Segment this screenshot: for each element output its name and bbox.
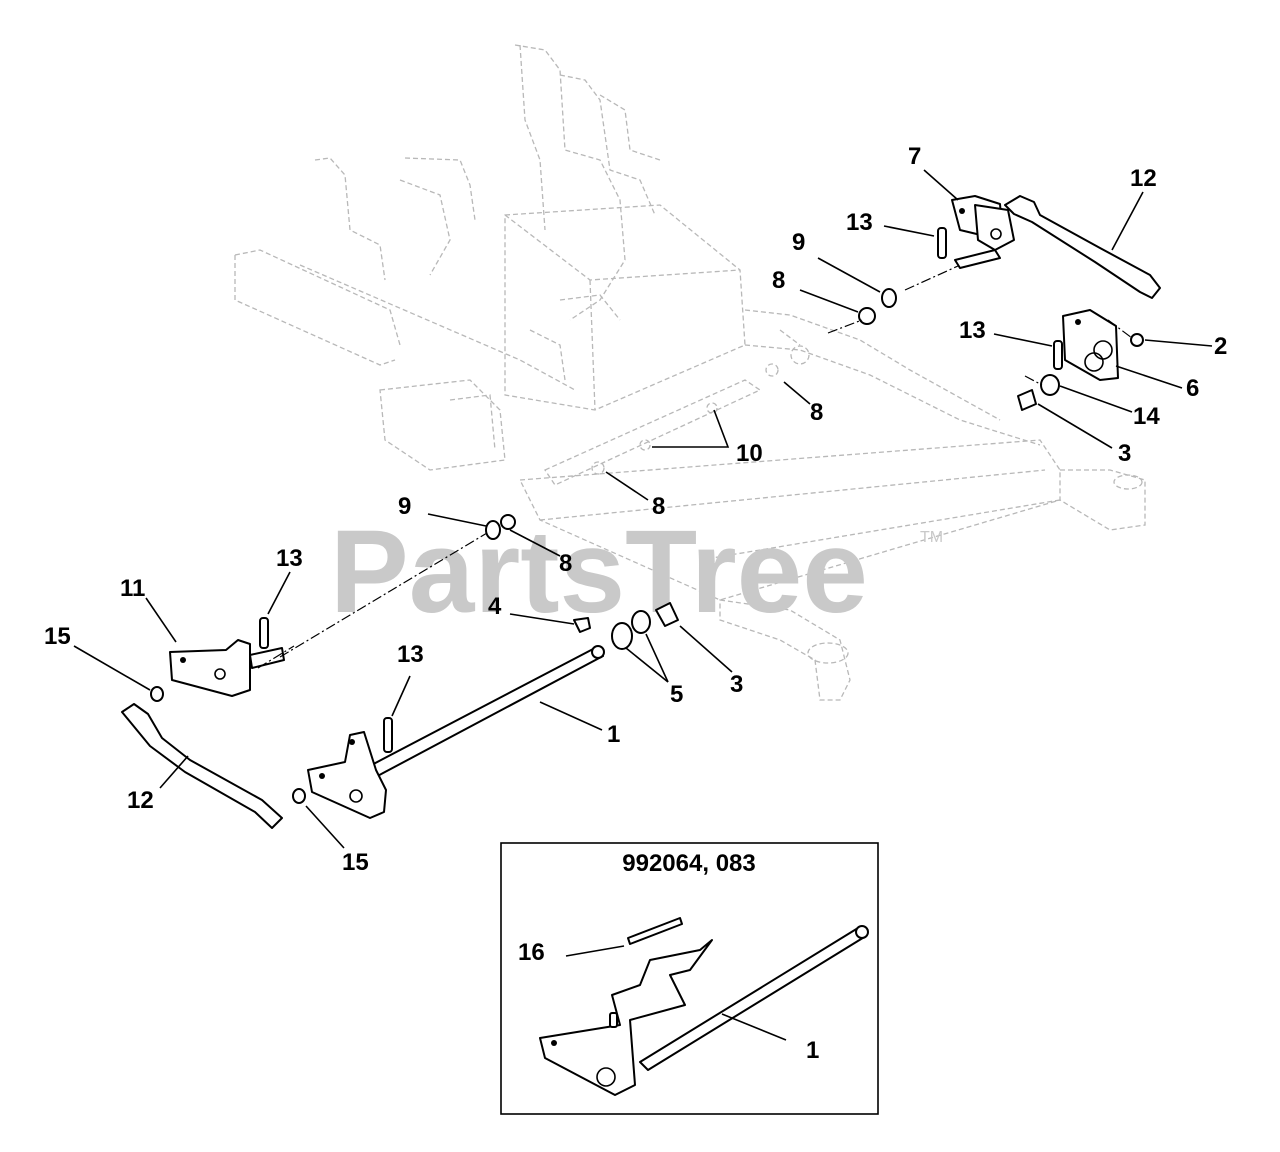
parts-tree-watermark: PartsTree TM	[330, 506, 943, 638]
callout-12: 12	[127, 787, 154, 814]
part-5-washer-a	[611, 622, 633, 650]
callout-8: 8	[772, 267, 785, 294]
part-2-clip	[1130, 333, 1144, 347]
part-4-bolt	[573, 617, 591, 633]
part-3-bushing-left	[655, 602, 679, 627]
part-7-right-lift-arm	[951, 195, 1015, 269]
callout-9: 9	[792, 229, 805, 256]
part-8-bushing-right	[858, 307, 876, 325]
callout-1: 1	[806, 1037, 819, 1064]
centerline-left	[279, 532, 488, 658]
callout-1: 1	[607, 721, 620, 748]
centerline-left-2	[257, 645, 295, 669]
callouts: 7 12 13 9 8 13 2 6 14 8 3 10 8 9 8 13 11…	[44, 143, 1227, 876]
part-12-left-drag-link	[121, 703, 283, 829]
inset-title: 992064, 083	[622, 850, 755, 877]
callout-3: 3	[730, 671, 743, 698]
part-12-right-drag-link	[1004, 195, 1161, 299]
part-6-right-pivot-bracket	[1062, 309, 1119, 381]
leader-lines	[73, 169, 1213, 849]
part-11-left-pivot-bracket	[169, 639, 285, 697]
callout-12: 12	[1130, 165, 1157, 192]
tractor-frame-outline	[234, 44, 1146, 701]
callout-8: 8	[652, 493, 665, 520]
callout-5: 5	[670, 681, 683, 708]
inset-bracket	[539, 939, 713, 1096]
callout-11: 11	[120, 575, 145, 602]
callout-16: 16	[518, 939, 545, 966]
part-3-bushing-right	[1017, 389, 1037, 411]
part-15-washer-upper	[150, 686, 164, 702]
callout-13: 13	[397, 641, 424, 668]
watermark-trademark: TM	[920, 529, 943, 546]
part-9-washer-left	[485, 520, 501, 540]
part-14-washer	[1040, 374, 1060, 396]
callout-15: 15	[342, 849, 369, 876]
callout-4: 4	[488, 593, 502, 620]
part-13-roll-pin-left	[259, 617, 269, 649]
callout-13: 13	[276, 545, 303, 572]
part-13-roll-pin-upper	[937, 227, 947, 259]
part-15-washer-lower	[292, 788, 306, 804]
callout-13: 13	[846, 209, 873, 236]
callout-2: 2	[1214, 333, 1227, 360]
inset-part-16	[627, 917, 683, 945]
inset-leader-16	[565, 945, 625, 957]
inset-border	[500, 842, 879, 1115]
watermark-text: PartsTree	[330, 506, 868, 638]
callout-7: 7	[908, 143, 921, 170]
callout-8: 8	[810, 399, 823, 426]
centerline-right	[1024, 375, 1043, 386]
inset-leader-1	[721, 1013, 787, 1041]
inset-box: 992064, 083 16 1	[500, 842, 879, 1115]
part-1-lift-shaft	[307, 645, 605, 819]
callout-9: 9	[398, 493, 411, 520]
centerline-right-2	[1107, 319, 1133, 339]
part-13-roll-pin-lower	[383, 717, 393, 753]
part-8-bushing-left	[500, 514, 516, 530]
centerline-upper-2	[827, 319, 863, 334]
callout-3: 3	[1118, 440, 1131, 467]
callout-15: 15	[44, 623, 71, 650]
part-9-washer-right	[881, 288, 897, 308]
callout-8: 8	[559, 550, 572, 577]
callout-14: 14	[1133, 403, 1160, 430]
part-13-roll-pin-right	[1053, 340, 1063, 370]
callout-10: 10	[736, 440, 763, 467]
centerline-upper	[904, 265, 959, 291]
callout-13: 13	[959, 317, 986, 344]
part-5-washer-b	[631, 610, 651, 634]
callout-6: 6	[1186, 375, 1199, 402]
